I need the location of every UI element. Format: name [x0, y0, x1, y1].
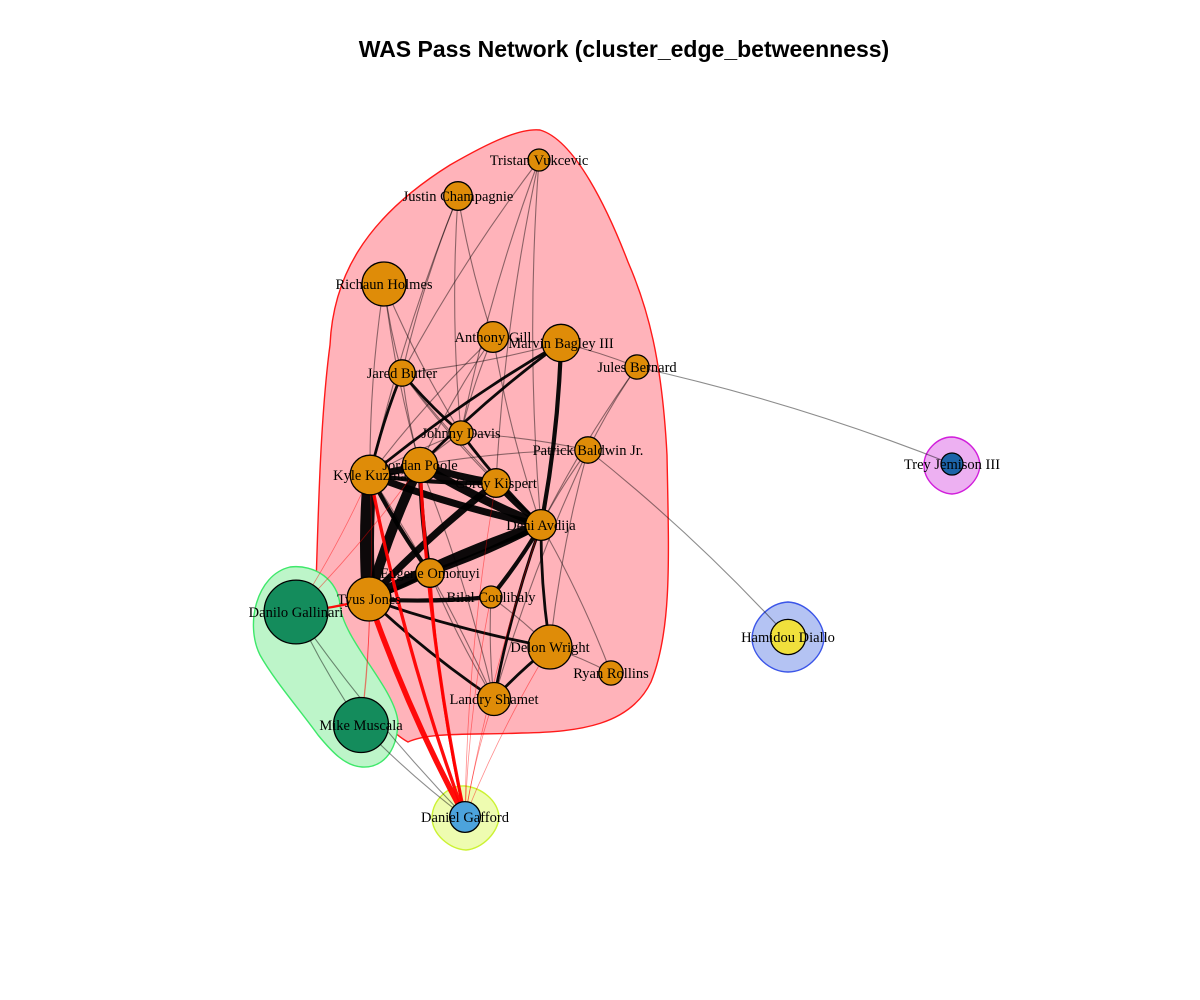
node-label-richaun-holmes: Richaun Holmes [335, 277, 432, 293]
edge-kyle-kuzma-to-deni-avdija [366, 471, 545, 529]
edge-trey-jemison-iii-to-jules-bernard [636, 366, 953, 465]
node-label-ryan-rollins: Ryan Rollins [573, 666, 649, 682]
chart-title: WAS Pass Network (cluster_edge_betweenne… [358, 36, 890, 62]
node-eugene-omoruyi [415, 558, 445, 588]
edge-deni-avdija-to-daniel-gafford [464, 524, 542, 818]
node-label-tristan-vukcevic: Tristan Vukcevic [490, 153, 589, 169]
node-label-patrick-baldwin-jr: Patrick Baldwin Jr. [533, 443, 644, 459]
edge-tyus-jones-to-daniel-gafford [366, 596, 468, 820]
node-label-trey-jemison-iii: Trey Jemison III [904, 457, 1000, 473]
edge-patrick-baldwin-jr-to-johnny-davis [460, 432, 589, 451]
edge-justin-champagnie-to-johnny-davis [454, 195, 462, 434]
node-label-justin-champagnie: Justin Champagnie [403, 189, 514, 205]
node-jared-butler [388, 359, 416, 387]
edge-tristan-vukcevic-to-corey-kispert [495, 159, 540, 484]
edge-anthony-gill-to-kyle-kuzma [369, 336, 494, 476]
edge-justin-champagnie-to-anthony-gill [457, 195, 494, 338]
node-label-jules-bernard: Jules Bernard [597, 360, 677, 376]
edge-anthony-gill-to-deni-avdija [492, 336, 542, 526]
edge-ryan-rollins-to-deni-avdija [540, 524, 612, 674]
node-label-corey-kispert: Corey Kispert [455, 476, 537, 492]
edge-kyle-kuzma-to-daniel-gafford [368, 473, 467, 819]
node-tyus-jones [346, 576, 392, 622]
node-johnny-davis [448, 420, 474, 446]
edge-marvin-bagley-iii-to-kyle-kuzma [368, 341, 563, 477]
node-label-jordan-poole: Jordan Poole [382, 458, 457, 474]
node-label-anthony-gill: Anthony Gill [455, 330, 532, 346]
node-label-tyus-jones: Tyus Jones [337, 592, 401, 608]
node-label-eugene-omoruyi: Eugene Omoruyi [380, 566, 479, 582]
node-ryan-rollins [598, 660, 624, 686]
edge-justin-champagnie-to-jared-butler [401, 195, 459, 374]
edge-patrick-baldwin-jr-to-landry-shamet [493, 449, 589, 700]
node-tristan-vukcevic [527, 148, 551, 172]
edge-corey-kispert-to-daniel-gafford [464, 482, 497, 818]
edge-deni-avdija-to-landry-shamet [492, 523, 543, 701]
node-label-marvin-bagley-iii: Marvin Bagley III [508, 336, 614, 352]
edge-jared-butler-to-corey-kispert [401, 372, 497, 484]
node-marvin-bagley-iii [541, 323, 581, 363]
node-kyle-kuzma [349, 454, 391, 496]
edge-tristan-vukcevic-to-deni-avdija [532, 159, 542, 526]
node-daniel-gafford [448, 800, 482, 834]
edge-bilal-coulibaly-to-daniel-gafford [464, 596, 492, 818]
edge-jared-butler-to-deni-avdija [401, 372, 542, 526]
node-label-bilal-coulibaly: Bilal Coulibaly [446, 590, 536, 606]
node-deni-avdija [524, 508, 558, 542]
edge-richaun-holmes-to-kyle-kuzma [369, 283, 385, 476]
edge-landry-shamet-to-jordan-poole [419, 464, 495, 700]
node-corey-kispert [481, 468, 511, 498]
edge-deni-avdija-to-marvin-bagley-iii [538, 340, 564, 528]
node-label-hamidou-diallo: Hamidou Diallo [741, 630, 835, 646]
node-anthony-gill [476, 320, 510, 354]
edge-marvin-bagley-iii-to-jordan-poole [418, 341, 563, 467]
edge-justin-champagnie-to-kyle-kuzma [369, 195, 459, 476]
node-label-deni-avdija: Deni Avdija [506, 518, 576, 534]
edge-tristan-vukcevic-to-jared-butler [401, 159, 540, 374]
node-label-kyle-kuzma: Kyle Kuzma [333, 468, 407, 484]
node-delon-wright [527, 624, 573, 670]
node-label-johnny-davis: Johnny Davis [421, 426, 501, 442]
network-nodes [263, 148, 964, 834]
node-jordan-poole [401, 446, 439, 484]
node-label-landry-shamet: Landry Shamet [450, 692, 539, 708]
node-label-mike-muscala: Mike Muscala [319, 718, 403, 734]
node-patrick-baldwin-jr [574, 436, 602, 464]
node-label-daniel-gafford: Daniel Gafford [421, 810, 510, 826]
node-danilo-gallinari [263, 579, 329, 645]
node-landry-shamet [476, 681, 512, 717]
node-jules-bernard [624, 354, 650, 380]
node-label-danilo-gallinari: Danilo Gallinari [249, 605, 344, 621]
node-bilal-coulibaly [479, 585, 503, 609]
edge-patrick-baldwin-jr-to-jordan-poole [419, 449, 589, 466]
node-justin-champagnie [443, 181, 473, 211]
node-label-jared-butler: Jared Butler [367, 366, 438, 382]
edge-hamidou-diallo-to-patrick-baldwin-jr [587, 449, 789, 638]
edge-patrick-baldwin-jr-to-delon-wright [549, 449, 589, 648]
edge-delon-wright-to-daniel-gafford [464, 646, 551, 818]
node-hamidou-diallo [769, 618, 807, 656]
node-trey-jemison-iii [940, 452, 964, 476]
node-richaun-holmes [361, 261, 407, 307]
edge-eugene-omoruyi-to-daniel-gafford [428, 571, 467, 819]
node-label-delon-wright: Delon Wright [510, 640, 589, 656]
edge-tristan-vukcevic-to-johnny-davis [460, 159, 540, 434]
node-mike-muscala [332, 696, 390, 754]
